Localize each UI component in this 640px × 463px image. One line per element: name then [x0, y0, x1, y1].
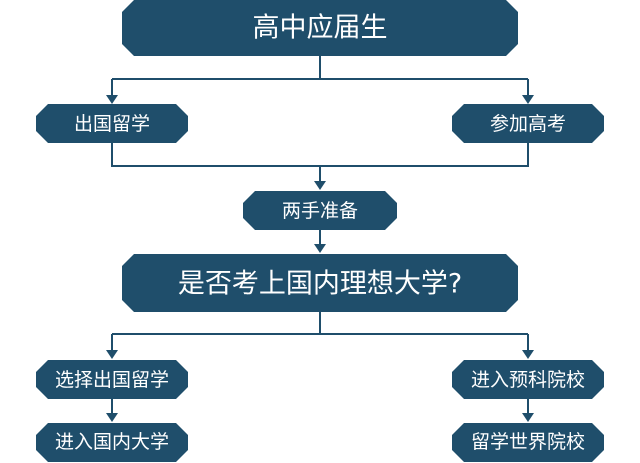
connectors: [106, 56, 534, 422]
node-enter-domestic: 进入国内大学: [36, 423, 188, 462]
arrow-to-gaokao: [522, 95, 534, 104]
node-root-label: 高中应届生: [253, 13, 388, 44]
node-world-univ: 留学世界院校: [452, 423, 604, 462]
node-enter-prep: 进入预科院校: [452, 360, 604, 399]
node-question-shape: [122, 254, 518, 312]
node-dual-prep-label: 两手准备: [282, 200, 358, 222]
node-enter-domestic-label: 进入国内大学: [55, 431, 169, 453]
arrow-to-study-abroad: [106, 95, 118, 104]
arrow-to-enter-domestic: [106, 413, 118, 422]
edge-study-abroad-down: [111, 143, 529, 167]
node-gaokao: 参加高考: [452, 104, 604, 143]
node-study-abroad-label: 出国留学: [74, 113, 150, 135]
node-root: 高中应届生: [122, 0, 518, 56]
arrow-to-choose-abroad: [106, 350, 118, 359]
node-dual-prep: 两手准备: [243, 191, 397, 230]
node-root-shape: [122, 0, 518, 56]
node-gaokao-shape: [452, 104, 604, 143]
node-choose-abroad-shape: [36, 360, 188, 399]
node-study-abroad: 出国留学: [36, 104, 188, 143]
arrow-to-enter-prep: [522, 350, 534, 359]
arrow-to-world-univ: [522, 413, 534, 422]
arrow-to-question: [314, 244, 326, 253]
node-world-univ-label: 留学世界院校: [471, 431, 585, 453]
node-enter-domestic-shape: [36, 423, 188, 462]
arrow-to-dual-prep: [314, 181, 326, 190]
node-question-label: 是否考上国内理想大学?: [178, 269, 462, 300]
node-gaokao-label: 参加高考: [490, 113, 566, 135]
node-dual-prep-shape: [243, 191, 397, 230]
node-question: 是否考上国内理想大学?: [122, 254, 518, 312]
node-choose-abroad-label: 选择出国留学: [55, 369, 169, 391]
node-choose-abroad: 选择出国留学: [36, 360, 188, 399]
node-enter-prep-shape: [452, 360, 604, 399]
node-world-univ-shape: [452, 423, 604, 462]
node-enter-prep-label: 进入预科院校: [471, 369, 585, 391]
node-study-abroad-shape: [36, 104, 188, 143]
